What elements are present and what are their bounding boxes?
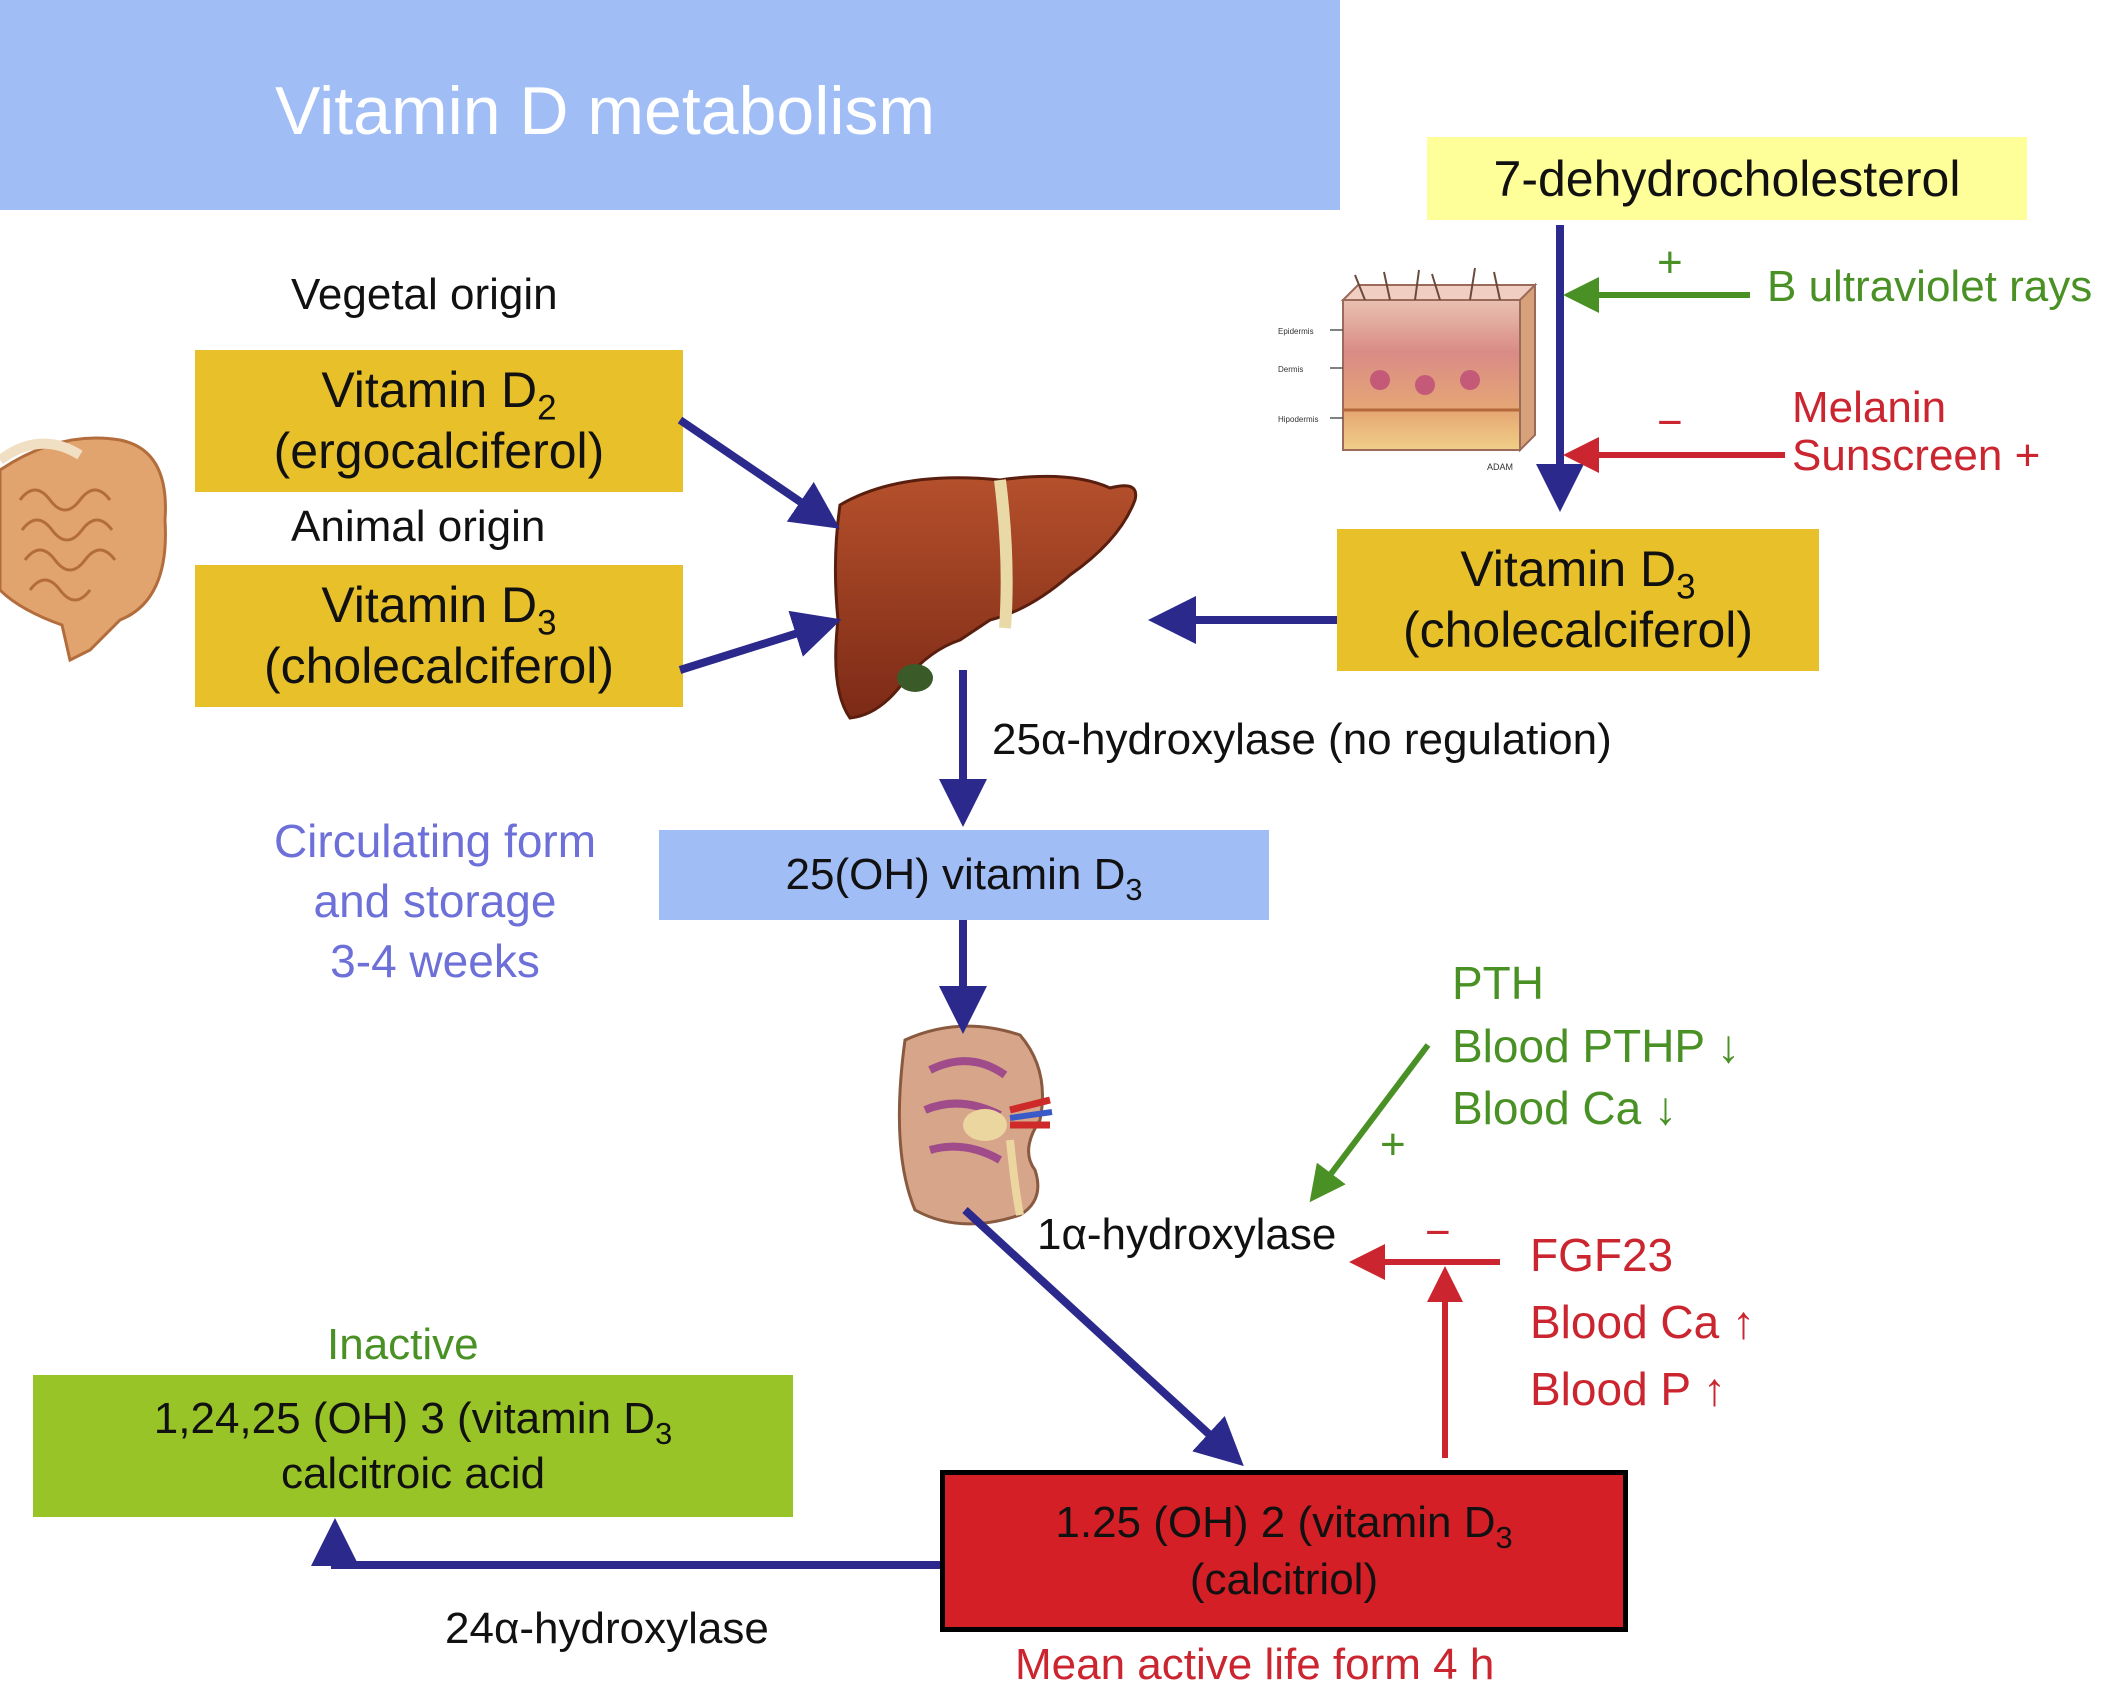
skin-layer-dermis: Dermis (1278, 365, 1303, 374)
stimulator-calcium: Blood Ca ↓ (1452, 1082, 1678, 1135)
calcitriol-name: 1.25 (OH) 2 (vitamin D3 (1055, 1497, 1513, 1555)
title-banner (0, 0, 1340, 210)
arrow-d2-to-liver (677, 416, 840, 529)
calcitriol-box: 1.25 (OH) 2 (vitamin D3 (calcitriol) (940, 1470, 1628, 1632)
precursor-label: 7-dehydrocholesterol (1493, 150, 1961, 207)
vegetal-origin-label: Vegetal origin (291, 270, 558, 319)
skin-illustration-credit: ADAM (1487, 462, 1513, 472)
arrow-calcitriol-to-inactive (311, 1518, 940, 1569)
inactive-label: Inactive (327, 1320, 479, 1369)
inactive-metabolite-name: 1,24,25 (OH) 3 (vitamin D3 (153, 1394, 673, 1451)
kidney-inhibitor-list: FGF23 Blood Ca ↑ Blood P ↑ (1530, 1222, 1755, 1423)
vitamin-d3-skin-name: Vitamin D3 (1460, 541, 1696, 607)
skin-inhibitor-list: Melanin Sunscreen + (1792, 383, 2041, 481)
active-life-note: Mean active life form 4 h (1015, 1640, 1495, 1689)
inhibitor-fgf23: FGF23 (1530, 1229, 1674, 1281)
vitamin-d2-name: Vitamin D2 (321, 362, 557, 428)
inhibitor-calcium: Blood Ca ↑ (1530, 1296, 1756, 1349)
inactivation-enzyme-label: 24α-hydroxylase (445, 1604, 769, 1653)
skin-inhibitor-melanin: Melanin (1792, 383, 1947, 432)
arrow-dietary-d3-to-liver (678, 610, 842, 674)
vitamin-d3-skin-chem: (cholecalciferol) (1402, 602, 1754, 658)
animal-origin-label: Animal origin (291, 502, 546, 551)
arrow-pth-stimulation (1309, 1043, 1431, 1203)
skin-inhibitor-sunscreen: Sunscreen + (1792, 431, 2041, 481)
vitamin-d3-dietary-box: Vitamin D3 (cholecalciferol) (195, 565, 683, 707)
inactive-metabolite-chem: calcitroic acid (280, 1449, 546, 1498)
uv-plus-sign: + (1657, 238, 1683, 287)
kidney-plus-sign: + (1380, 1120, 1406, 1169)
skin-layer-epidermis: Epidermis (1278, 327, 1314, 336)
circulating-note: Circulating form and storage 3-4 weeks (273, 815, 597, 987)
liver-enzyme-label: 25α-hydroxylase (no regulation) (992, 715, 1612, 764)
kidney-stimulator-list: PTH Blood PTHP ↓ Blood Ca ↓ (1452, 952, 1740, 1140)
vitamin-d2-box: Vitamin D2 (ergocalciferol) (195, 350, 683, 492)
page-title: Vitamin D metabolism (275, 73, 936, 149)
stimulator-pth: PTH (1452, 957, 1544, 1009)
circulating-25oh-name: 25(OH) vitamin D3 (785, 850, 1143, 907)
circulating-25oh-box: 25(OH) vitamin D3 (659, 830, 1269, 920)
kidney-illustration (897, 1024, 1053, 1226)
kidney-enzyme-label: 1α-hydroxylase (1037, 1210, 1337, 1259)
vitamin-d2-chem: (ergocalciferol) (273, 423, 605, 479)
uv-label: B ultraviolet rays (1767, 262, 2093, 311)
calcitriol-chem: (calcitriol) (1189, 1555, 1379, 1604)
skin-layer-hipodermis: Hipodermis (1278, 415, 1318, 424)
vitamin-d3-dietary-name: Vitamin D3 (321, 577, 557, 643)
inactive-metabolite-box: 1,24,25 (OH) 3 (vitamin D3 calcitroic ac… (33, 1375, 793, 1517)
melanin-minus-sign: − (1657, 398, 1683, 447)
arrow-kidney-to-calcitriol (962, 1207, 1244, 1467)
kidney-minus-sign: − (1425, 1208, 1451, 1257)
liver-illustration (833, 474, 1138, 720)
precursor-box: 7-dehydrocholesterol (1427, 137, 2027, 220)
stimulator-pthp: Blood PTHP ↓ (1452, 1019, 1741, 1072)
vitamin-d3-skin-box: Vitamin D3 (cholecalciferol) (1337, 529, 1819, 671)
vitamin-d3-dietary-chem: (cholecalciferol) (263, 638, 615, 694)
inhibitor-phosphate: Blood P ↑ (1530, 1363, 1727, 1416)
skin-illustration: Epidermis Dermis Hipodermis ADAM (1278, 267, 1538, 472)
intestine-illustration (0, 436, 167, 663)
